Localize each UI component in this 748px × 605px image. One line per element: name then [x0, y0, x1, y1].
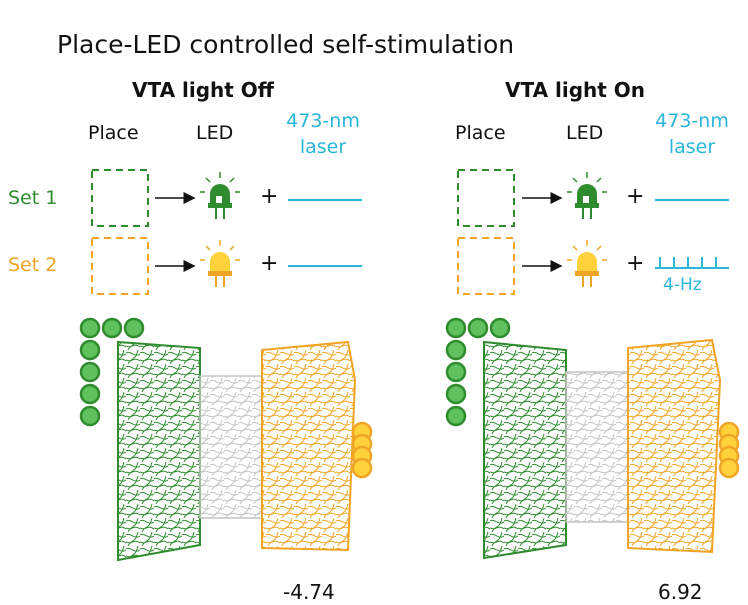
- laser-header-line2: laser: [668, 136, 716, 158]
- led-icon-green: [200, 172, 240, 219]
- trajectory-arena-off: [117, 340, 357, 562]
- led-header-off: LED: [196, 122, 234, 144]
- laser-header-line2: laser: [299, 136, 347, 158]
- green-led-array: [79, 317, 145, 427]
- orange-led-array: [351, 421, 373, 479]
- trajectory-arena-on: [483, 338, 722, 560]
- led-header-on: LED: [566, 122, 604, 144]
- score-value-off: -4.74: [283, 580, 335, 604]
- set1-label: Set 1: [8, 187, 58, 209]
- figure-title: Place-LED controlled self-stimulation: [57, 30, 515, 59]
- place-header-off: Place: [88, 122, 139, 144]
- place-box-set1: [457, 169, 515, 227]
- orange-led-array: [718, 421, 740, 479]
- plus-sign: +: [260, 184, 279, 209]
- laser-line-pulsed: [655, 257, 729, 269]
- laser-header-on: 473-nm laser: [637, 108, 747, 160]
- led-icon-orange: [200, 240, 240, 287]
- green-zone-trajectory: [483, 340, 567, 560]
- pulse-frequency-label: 4-Hz: [663, 275, 702, 295]
- led-icon-orange: [567, 240, 607, 287]
- place-box-set1: [91, 169, 149, 227]
- place-box-set2: [457, 237, 515, 295]
- score-value-on: 6.92: [658, 580, 703, 604]
- laser-header-off: 473-nm laser: [268, 108, 378, 160]
- neutral-zone-trajectory: [199, 375, 263, 519]
- plus-sign: +: [260, 251, 279, 276]
- panel-title-off: VTA light Off: [132, 78, 275, 102]
- plus-sign: +: [626, 251, 645, 276]
- panel-title-on: VTA light On: [505, 78, 646, 102]
- led-icon-green: [567, 172, 607, 219]
- plus-sign: +: [626, 184, 645, 209]
- set2-label: Set 2: [8, 254, 58, 276]
- neutral-zone-trajectory: [565, 371, 629, 523]
- place-box-set2: [91, 237, 149, 295]
- orange-zone-trajectory: [261, 340, 357, 552]
- orange-zone-trajectory: [627, 338, 722, 554]
- laser-header-line1: 473-nm: [655, 110, 729, 132]
- place-header-on: Place: [455, 122, 506, 144]
- laser-header-line1: 473-nm: [286, 110, 360, 132]
- green-led-array: [445, 317, 511, 427]
- green-zone-trajectory: [117, 340, 201, 562]
